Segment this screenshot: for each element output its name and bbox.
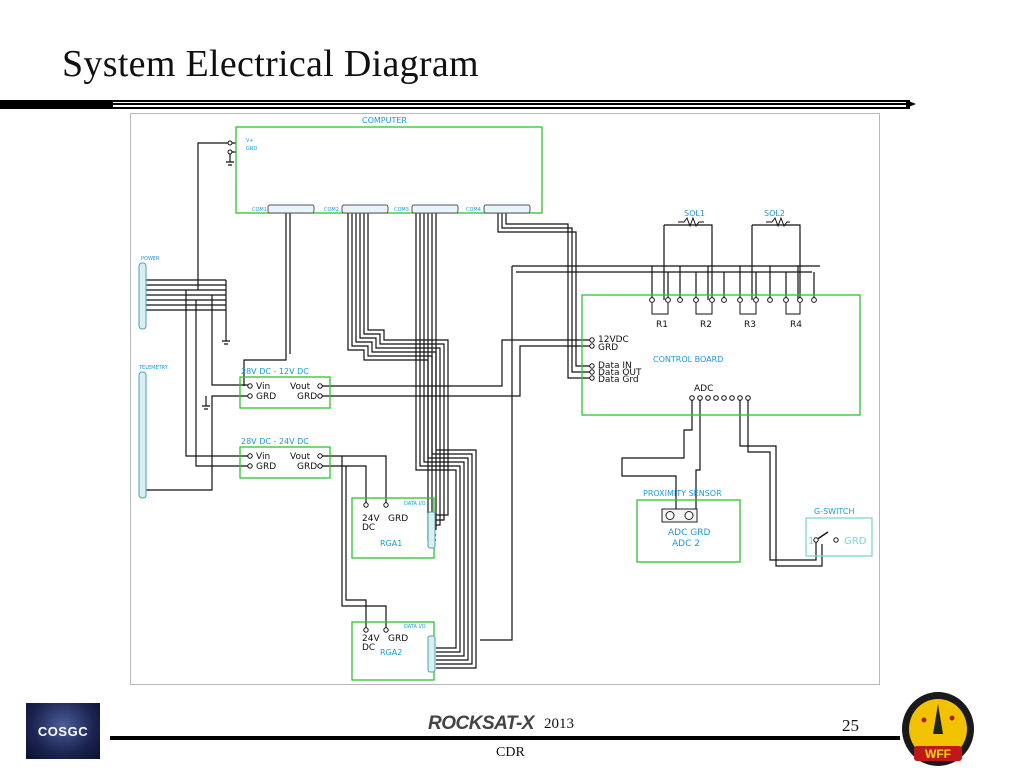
com2-connector [341,204,389,214]
rga2-24v: 24V [362,634,380,644]
rga1-data-io-label: DATA I/O [404,501,426,507]
converter-12-box [239,376,331,409]
converter-12-grd-left: GRD [256,392,276,402]
converter-12-grd-right: GRD [297,392,317,402]
com-connectors [267,204,531,214]
control-adc: ADC [694,384,713,394]
rocksat-logo: ROCKSAT-X [428,713,534,734]
g-switch-pin-label: 1 [808,536,814,547]
proximity-terminal-2 [684,511,694,520]
wff-banner [914,746,962,761]
relay-r4: R4 [790,320,802,330]
converter-12-vout: Vout [290,382,311,392]
rga1-24v: 24V [362,514,380,524]
adc-pins [689,395,751,401]
relay-coils [651,216,801,315]
proximity-sensor-label: PROXIMITY SENSOR [643,489,722,498]
converter-12-vin: Vin [256,382,270,392]
control-board-label: CONTROL BOARD [653,355,723,364]
rga1-grd: GRD [388,514,408,524]
control-board-box [581,294,861,416]
relay-r3: R3 [744,320,756,330]
power-strip [138,262,147,330]
title-divider-arrow [906,100,916,108]
rga2-grd: GRD [388,634,408,644]
title-divider-thin [113,103,906,105]
rga2-data-io-label: DATA I/O [404,624,426,630]
converter-24-title: 28V DC - 24V DC [241,437,309,446]
computer-label: COMPUTER [362,116,407,125]
component-boxes [235,126,873,681]
converter-24-grd-left: GRD [256,462,276,472]
proximity-sensor-box [636,499,741,563]
g-switch-box [805,517,873,557]
slide-year: 2013 [544,716,574,732]
computer-vplus-label: V+ [246,138,254,144]
footer-label: CDR [496,745,525,760]
relay-r1: R1 [656,320,668,330]
relay-r2: R2 [700,320,712,330]
proximity-terminal-1 [665,511,675,520]
converter-24-vout: Vout [290,452,311,462]
sol2-label: SOL2 [764,209,785,218]
rga2-dc: DC [362,643,375,653]
converter-12-title: 28V DC - 12V DC [241,367,309,376]
harness-strips [138,262,436,673]
com4-connector [483,204,531,214]
relay-terminals [649,297,817,303]
telemetry-label: TELEMETRY [138,365,169,371]
ground-symbols [202,160,234,410]
rga1-label: RGA1 [380,539,402,548]
computer-grd-label: GRD [246,146,257,152]
control-data-in: Data IN [598,361,632,371]
telemetry-strip [138,371,147,499]
com3-label: COM3 [394,207,409,213]
converter-24-box [239,446,331,479]
terminals [227,140,839,633]
star-icon [921,717,927,723]
wff-logo-text: WFF [925,747,951,761]
rocket-icon [933,704,943,734]
g-switch-grd-label: GRD [844,536,867,547]
control-data-out: Data OUT [598,368,642,378]
slide-title: System Electrical Diagram [62,43,479,85]
control-data-grd: Data Grd [598,375,639,385]
sol1-label: SOL1 [684,209,705,218]
rga2-data-strip [427,635,436,673]
converter-24-vin: Vin [256,452,270,462]
wff-logo: WFF [902,692,974,766]
cosgc-logo: COSGC [26,703,100,759]
com1-label: COM1 [252,207,267,213]
rga1-dc: DC [362,523,375,533]
control-grd: GRD [598,343,618,353]
proximity-line1: ADC GRD [668,528,710,538]
com4-label: COM4 [466,207,481,213]
control-12vdc: 12VDC [598,335,629,345]
star-icon [949,715,955,721]
power-label: POWER [141,256,160,262]
g-switch-label: G-SWITCH [814,507,854,516]
rga1-data-strip [427,511,436,549]
computer-box [235,126,543,214]
cosgc-logo-text: COSGC [37,723,89,739]
rga2-label: RGA2 [380,648,402,657]
wiring [146,142,823,669]
footer-divider [110,736,900,740]
page-number: 25 [842,716,859,735]
com3-connector [411,204,459,214]
com2-label: COM2 [324,207,339,213]
com1-connector [267,204,315,214]
proximity-line2: ADC 2 [672,539,700,549]
converter-24-grd-right: GRD [297,462,317,472]
